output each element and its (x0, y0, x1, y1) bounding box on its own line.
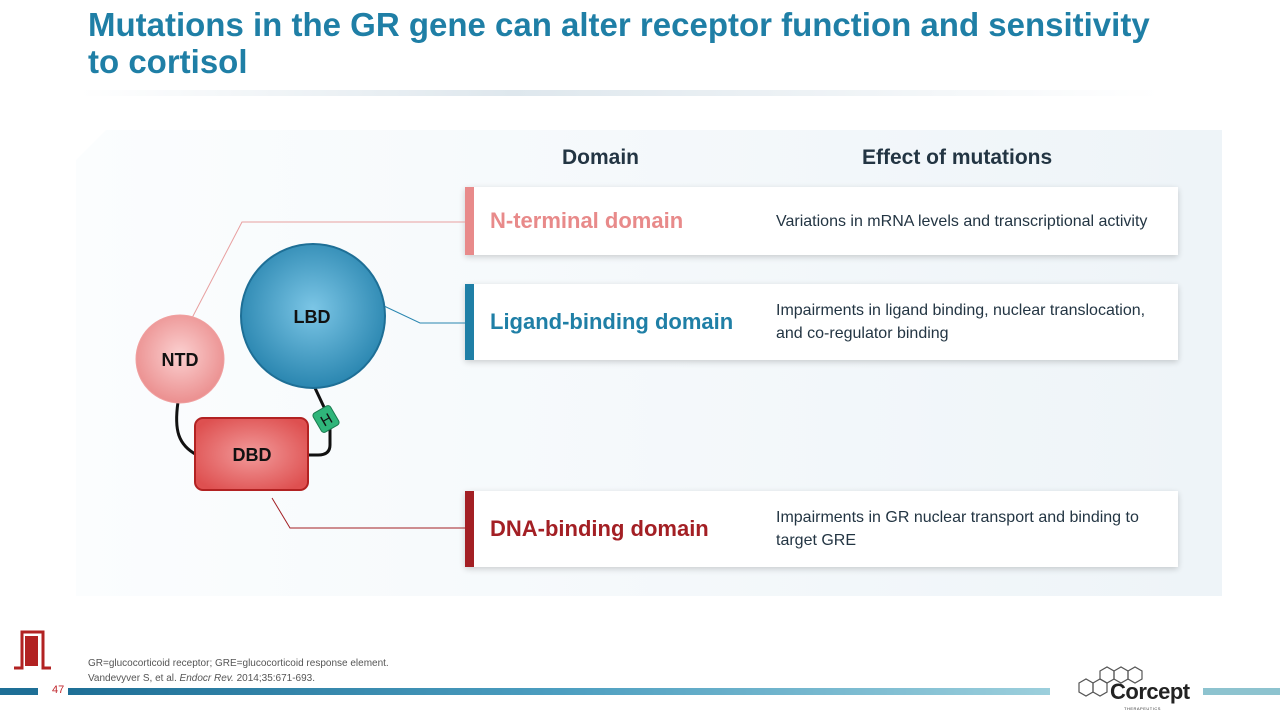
effect-text: Impairments in GR nuclear transport and … (776, 509, 1139, 549)
ref-details: 2014;35:671-693. (233, 673, 316, 684)
domain-label: N-terminal domain (490, 208, 684, 233)
dbd-box (194, 417, 309, 491)
footer-bar-left (0, 688, 38, 695)
domain-label: Ligand-binding domain (490, 309, 734, 334)
header-effect: Effect of mutations (862, 146, 1053, 169)
footer-bar-right (1203, 688, 1280, 695)
connector-lbd (383, 305, 465, 324)
connector-ntd (191, 221, 465, 319)
footnote-reference: Vandevyver S, et al. Endocr Rev. 2014;35… (88, 671, 389, 686)
title-divider (80, 90, 1160, 96)
lbd-label: LBD (294, 307, 331, 327)
exit-door-icon (14, 630, 51, 670)
lbd-circle (240, 243, 386, 389)
effect-text: Impairments in ligand binding, nuclear t… (776, 302, 1146, 342)
footer-bar-middle (68, 688, 1050, 695)
logo-subtitle: THERAPEUTICS (1124, 706, 1161, 711)
header-domain: Domain (562, 146, 640, 169)
logo-name: Corcept (1110, 679, 1190, 704)
row-color-bar (465, 284, 474, 360)
ref-journal: Endocr Rev. (179, 673, 234, 684)
ntd-label: NTD (162, 350, 199, 370)
ntd-circle (135, 314, 225, 404)
effect-text: Variations in mRNA levels and transcript… (776, 212, 1148, 230)
row-color-bar (465, 491, 474, 567)
domain-label: DNA-binding domain (490, 516, 709, 541)
row-n-terminal: N-terminal domain Variations in mRNA lev… (465, 187, 1178, 255)
hinge-box (312, 405, 340, 433)
slide-title: Mutations in the GR gene can alter recep… (88, 6, 1150, 80)
linker-lbd-dbd (308, 387, 332, 457)
row-color-bar (465, 187, 474, 255)
row-ligand-binding: Ligand-binding domain Impairments in lig… (465, 284, 1178, 360)
linker-ntd-dbd (175, 401, 198, 457)
connector-dbd (271, 497, 465, 529)
footnote-abbreviations: GR=glucocorticoid receptor; GRE=glucocor… (88, 658, 389, 669)
ref-authors: Vandevyver S, et al. (88, 673, 180, 684)
page-number: 47 (52, 684, 65, 696)
footnote: GR=glucocorticoid receptor; GRE=glucocor… (88, 656, 389, 686)
corcept-logo-hexagons (1078, 666, 1143, 697)
row-dna-binding: DNA-binding domain Impairments in GR nuc… (465, 491, 1178, 567)
dbd-label: DBD (233, 445, 272, 465)
